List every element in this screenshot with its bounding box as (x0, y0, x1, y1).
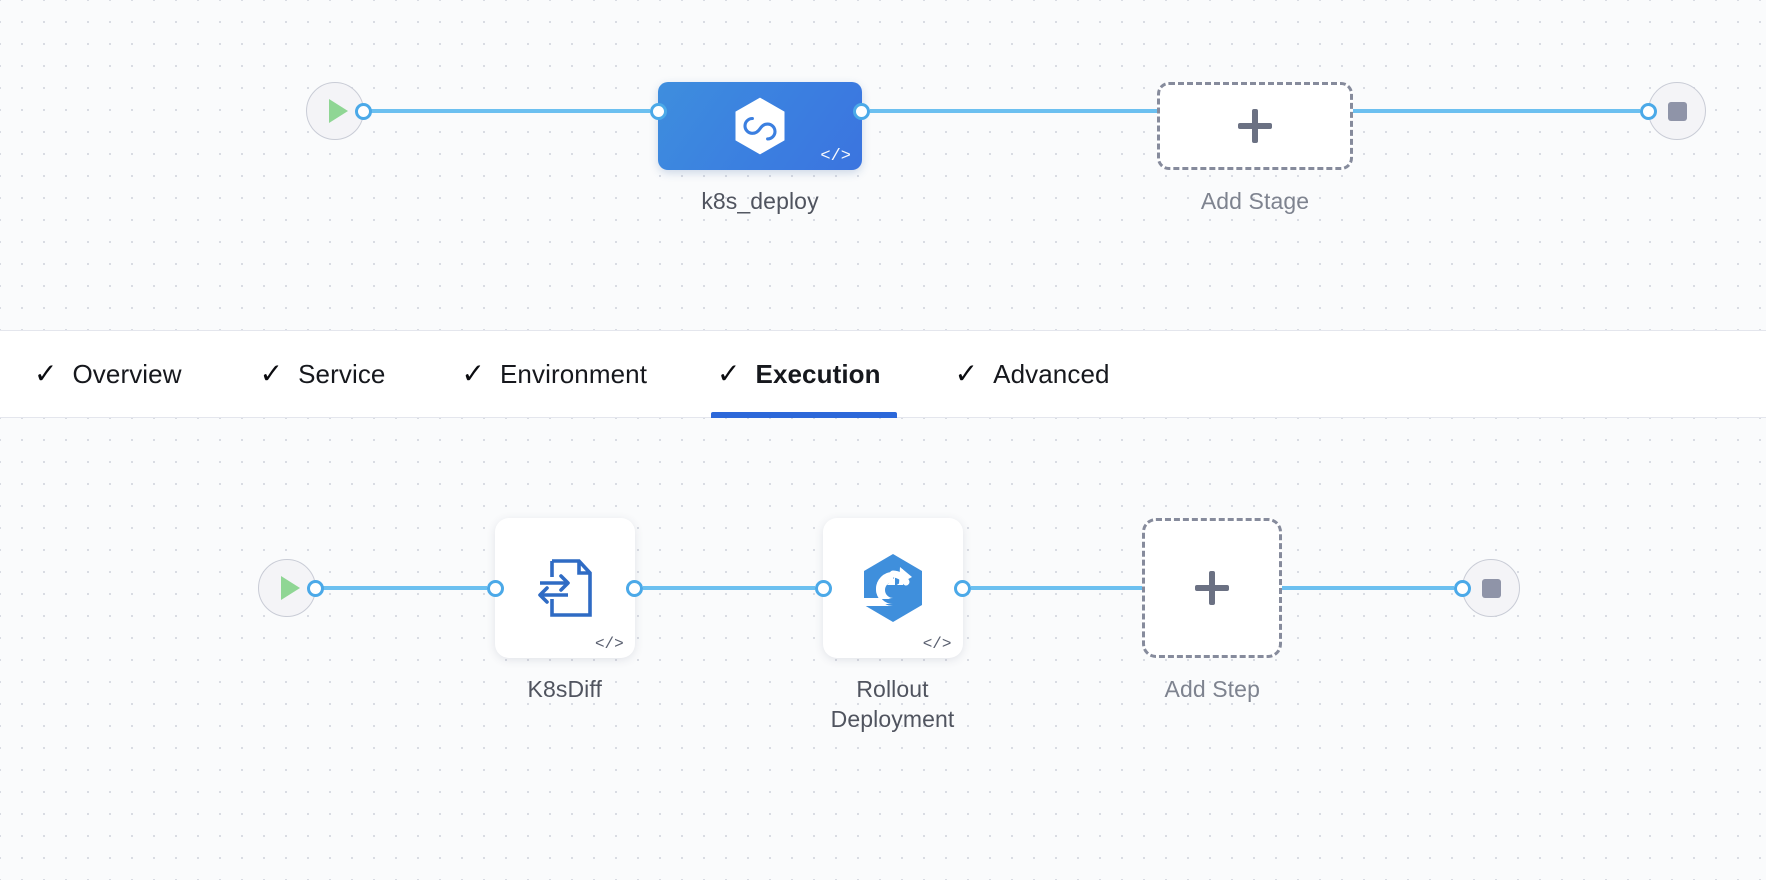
step-rollout-output-dot[interactable] (953, 580, 971, 597)
step-edge-rollout-to-add-step (970, 586, 1143, 590)
step-start-node[interactable] (258, 559, 316, 617)
step-edge-k8sdiff-to-rollout (642, 586, 815, 590)
step-rollout-input-dot[interactable] (814, 580, 832, 597)
play-icon (328, 99, 348, 123)
step-node-k8sdiff-card[interactable]: </> (494, 518, 635, 658)
tab-environment[interactable]: ✓ Environment (462, 331, 648, 417)
stage-end-connector-dot[interactable] (1640, 103, 1657, 120)
check-icon: ✓ (34, 358, 58, 389)
stage-edge-start-to-k8s-deploy (363, 109, 650, 113)
step-node-k8sdiff[interactable]: </> K8sDiff (494, 518, 635, 704)
k8s-diff-document-icon (534, 555, 596, 621)
step-node-k8sdiff-label: K8sDiff (527, 676, 602, 702)
stage-edge-add-stage-to-end (1353, 109, 1640, 113)
stage-node-k8s-deploy[interactable]: </> k8s_deploy (658, 82, 862, 216)
step-end-connector-dot[interactable] (1454, 580, 1471, 597)
step-end-circle[interactable] (1462, 559, 1520, 617)
yaml-code-icon[interactable]: </> (594, 635, 624, 653)
add-stage-button[interactable] (1157, 82, 1353, 170)
tab-overview-label: Overview (72, 358, 182, 389)
stage-node-k8s-deploy-card[interactable]: </> (658, 82, 862, 170)
tab-overview[interactable]: ✓ Overview (34, 331, 182, 417)
check-icon: ✓ (259, 358, 284, 389)
step-node-rollout-deployment-card[interactable]: </> (822, 518, 963, 658)
yaml-code-icon[interactable]: </> (922, 635, 952, 653)
add-stage-node[interactable]: Add Stage (1157, 82, 1353, 216)
harness-hexagon-icon (732, 96, 788, 156)
stop-icon (1481, 578, 1501, 598)
step-start-connector-dot[interactable] (307, 580, 324, 597)
stage-graph-canvas[interactable]: </> k8s_deploy Add Stage (0, 0, 1766, 330)
check-icon: ✓ (461, 358, 485, 389)
stop-icon (1667, 101, 1687, 121)
step-node-rollout-deployment-label: Rollout Deployment (830, 676, 955, 733)
add-stage-label: Add Stage (1200, 188, 1310, 214)
tab-service-label: Service (298, 358, 386, 389)
tab-execution-label: Execution (755, 358, 881, 389)
add-step-label: Add Step (1164, 676, 1260, 702)
add-step-node[interactable]: Add Step (1142, 518, 1283, 704)
plus-icon (1195, 571, 1230, 605)
stage-k8s-deploy-input-dot[interactable] (650, 103, 667, 120)
tab-environment-label: Environment (499, 358, 648, 389)
step-end-node[interactable] (1462, 559, 1520, 617)
stage-k8s-deploy-output-dot[interactable] (853, 103, 870, 120)
stage-edge-k8s-deploy-to-add-stage (870, 109, 1157, 113)
step-k8sdiff-output-dot[interactable] (625, 580, 643, 597)
stage-start-circle[interactable] (306, 82, 364, 140)
tab-advanced-label: Advanced (993, 358, 1110, 389)
tab-service[interactable]: ✓ Service (260, 331, 386, 417)
stage-config-tabbar[interactable]: ✓ Overview ✓ Service ✓ Environment ✓ Exe… (0, 330, 1766, 418)
check-icon: ✓ (717, 358, 741, 389)
play-icon (280, 576, 300, 600)
step-node-rollout-deployment[interactable]: </> Rollout Deployment (822, 518, 963, 735)
rollout-hexagon-icon (859, 552, 927, 624)
stage-start-connector-dot[interactable] (355, 103, 372, 120)
check-icon: ✓ (954, 358, 979, 389)
step-start-circle[interactable] (258, 559, 316, 617)
tab-execution[interactable]: ✓ Execution (711, 331, 897, 418)
step-edge-start-to-k8sdiff (315, 586, 487, 590)
execution-steps-canvas[interactable]: </> K8sDiff (0, 418, 1766, 880)
add-step-button[interactable] (1142, 518, 1283, 658)
plus-icon (1238, 109, 1272, 143)
stage-start-node[interactable] (306, 82, 364, 140)
stage-node-k8s-deploy-label: k8s_deploy (701, 188, 819, 214)
tab-advanced[interactable]: ✓ Advanced (955, 331, 1110, 417)
step-edge-add-step-to-end (1282, 586, 1454, 590)
yaml-code-icon[interactable]: </> (820, 147, 851, 166)
step-k8sdiff-input-dot[interactable] (486, 580, 504, 597)
